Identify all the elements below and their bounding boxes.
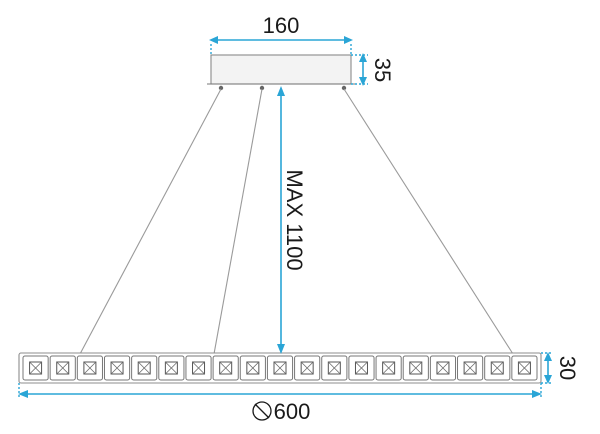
- wire-anchor-center: [259, 85, 265, 91]
- dimension-diameter: 600: [18, 383, 542, 424]
- dimension-max-drop: MAX 1100: [277, 86, 307, 354]
- canopy-height-arrow-bottom: [359, 77, 367, 86]
- wire-center: [213, 88, 263, 355]
- crystal-element: [239, 355, 266, 381]
- crystal-element: [484, 355, 511, 381]
- crystal-element: [429, 355, 457, 381]
- canopy-width-label: 160: [263, 13, 300, 38]
- crystal-element: [402, 355, 429, 381]
- crystal-element: [185, 355, 212, 381]
- crystal-element: [266, 355, 294, 381]
- crystal-element: [22, 355, 49, 381]
- dimension-fixture-height: 30: [541, 352, 580, 384]
- fixture-height-arrow-bottom: [544, 375, 552, 384]
- crystal-element: [511, 355, 538, 381]
- dimension-canopy-height: 35: [351, 53, 395, 86]
- crystal-element: [131, 355, 158, 381]
- crystal-element: [457, 355, 484, 381]
- wire-anchor-right: [341, 85, 347, 91]
- diameter-arrow-left: [18, 390, 28, 398]
- crystal-element: [321, 355, 348, 381]
- crystal-element: [49, 355, 76, 381]
- crystal-element: [294, 355, 321, 381]
- suspension-wires: [79, 88, 514, 355]
- fixture-height-arrow-top: [544, 352, 552, 361]
- crystal-element: [103, 355, 131, 381]
- dimension-canopy-width: 160: [209, 13, 353, 55]
- canopy-body: [210, 54, 352, 85]
- diameter-symbol-icon: [252, 401, 272, 421]
- canopy-width-arrow-right: [344, 36, 353, 44]
- canopy-width-arrow-left: [209, 36, 218, 44]
- diameter-arrow-right: [532, 390, 542, 398]
- ring-fixture: [18, 352, 542, 384]
- crystal-row: [22, 355, 538, 381]
- canopy-height-label: 35: [370, 58, 395, 82]
- diameter-label: 600: [274, 399, 311, 424]
- canopy-height-arrow-top: [359, 53, 367, 62]
- fixture-height-label: 30: [555, 356, 580, 380]
- wire-anchor-left: [218, 85, 224, 91]
- wire-right: [343, 88, 514, 355]
- wire-left: [79, 88, 222, 355]
- crystal-element: [158, 355, 185, 381]
- crystal-element: [212, 355, 239, 381]
- crystal-element: [76, 355, 103, 381]
- crystal-element: [375, 355, 402, 381]
- max-drop-arrow-bottom: [277, 344, 285, 354]
- crystal-element: [348, 355, 375, 381]
- max-drop-label: MAX 1100: [282, 169, 307, 270]
- max-drop-arrow-top: [277, 86, 285, 96]
- canopy: [207, 54, 355, 91]
